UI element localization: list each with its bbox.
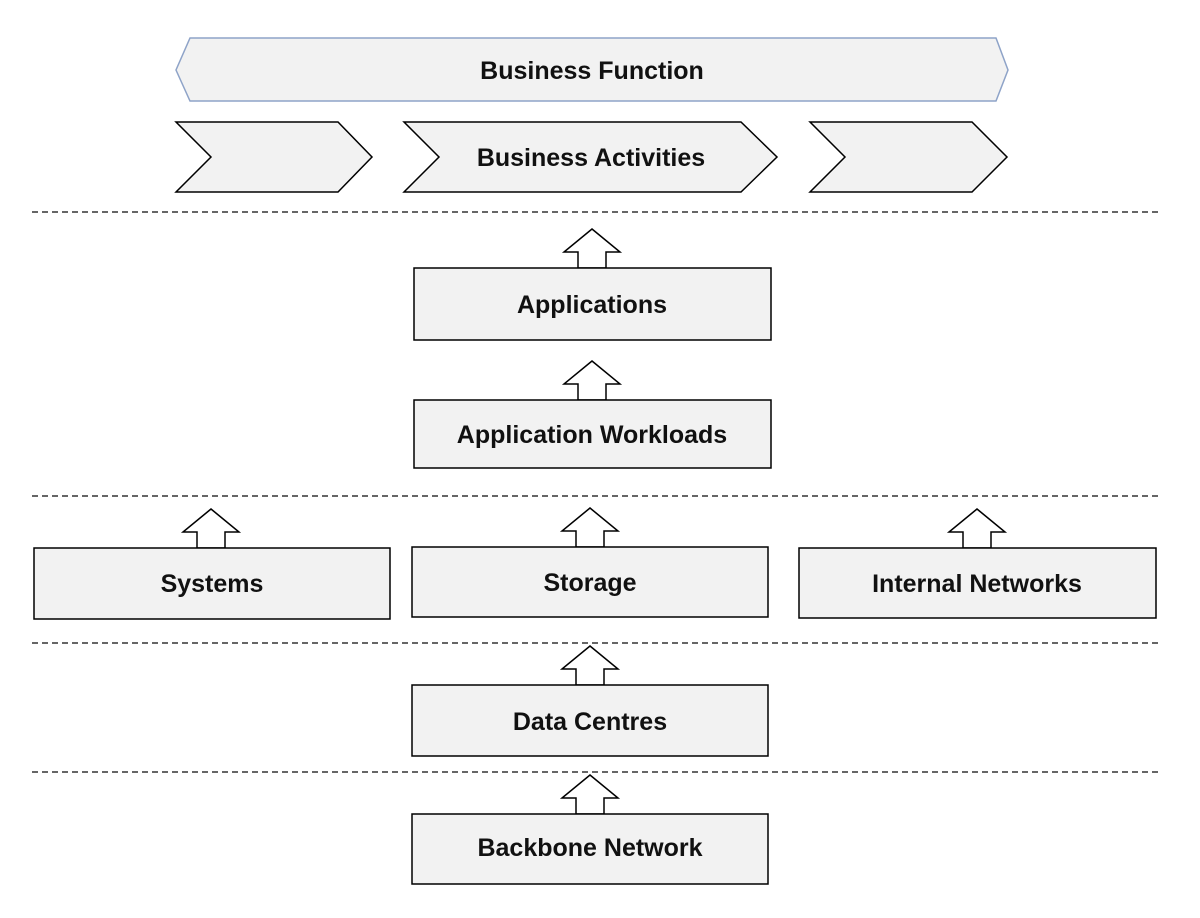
up-arrow-icon — [946, 508, 1008, 549]
internal-networks-label: Internal Networks — [872, 570, 1082, 598]
activity-chevron-middle — [402, 121, 779, 193]
up-arrow-icon — [561, 360, 623, 401]
data-centres-label: Data Centres — [513, 708, 667, 736]
systems-label: Systems — [161, 570, 264, 598]
storage-label: Storage — [543, 569, 636, 597]
data-centres-box: Data Centres — [411, 684, 769, 757]
activity-chevron-right — [808, 121, 1009, 193]
up-arrow-icon — [559, 507, 621, 548]
applications-box: Applications — [413, 267, 772, 341]
application-workloads-box: Application Workloads — [413, 399, 772, 469]
up-arrow-icon — [561, 228, 623, 269]
business-function-label: Business Function — [480, 57, 704, 85]
business-activities-label: Business Activities — [477, 144, 705, 172]
layer-separators — [32, 211, 1158, 773]
up-arrows — [180, 228, 1008, 815]
up-arrow-icon — [180, 508, 242, 549]
application-workloads-label: Application Workloads — [457, 421, 727, 449]
business-activities-row: Business Activities — [174, 121, 1009, 193]
backbone-network-label: Backbone Network — [477, 834, 702, 862]
applications-label: Applications — [517, 291, 667, 319]
systems-box: Systems — [33, 547, 391, 620]
up-arrow-icon — [559, 645, 621, 686]
backbone-network-box: Backbone Network — [411, 813, 769, 885]
up-arrow-icon — [559, 774, 621, 815]
storage-box: Storage — [411, 546, 769, 618]
activity-chevron-left — [174, 121, 374, 193]
business-function-banner: Business Function — [175, 37, 1009, 102]
internal-networks-box: Internal Networks — [798, 547, 1157, 619]
